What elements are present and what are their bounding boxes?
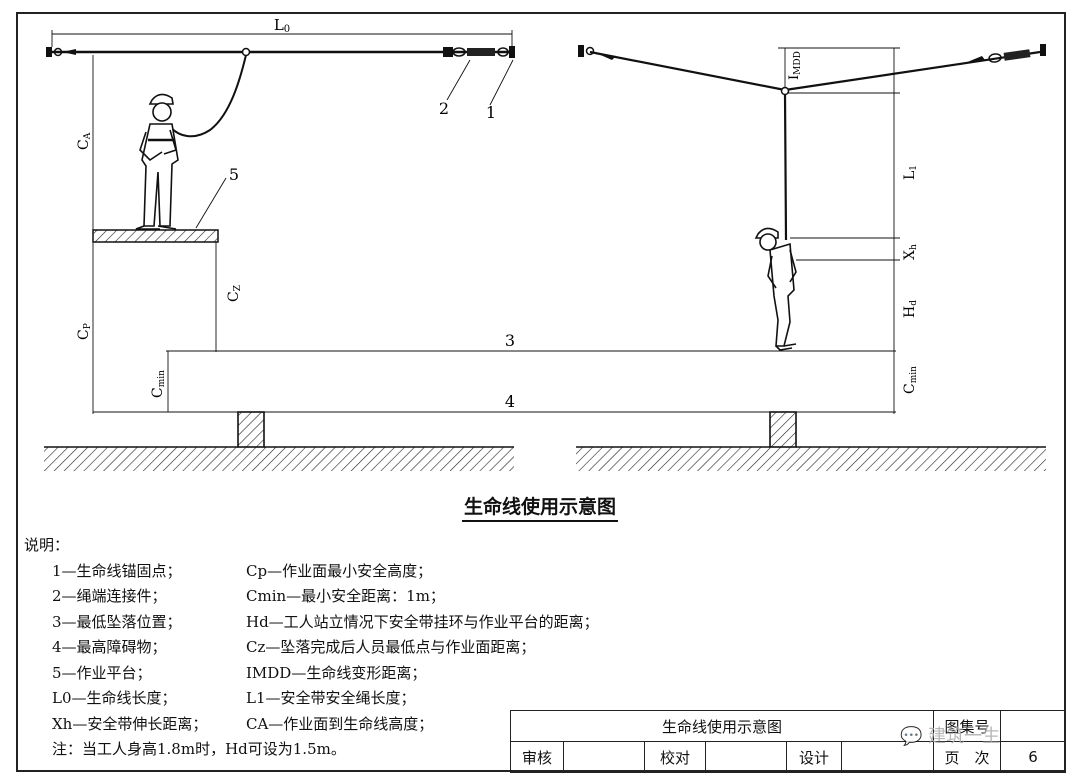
Xh-label: X [902, 250, 918, 260]
IMDD-dimension: IMDD [778, 47, 900, 88]
L0-label: L [274, 16, 284, 34]
watermark: 💬 建筑一生 [900, 726, 1001, 747]
note-row: Xh—安全带伸长距离；CA—作业面到生命线高度； [52, 714, 434, 733]
notes-section: 说明： 1—生命线锚固点；Cp—作业面最小安全高度； 2—绳端连接件；Cmin—… [24, 533, 599, 763]
svg-text:Hd: Hd [902, 300, 919, 318]
fallen-worker [754, 227, 797, 351]
checker-label: 校对 [644, 741, 706, 773]
Cmin-right-label: C [902, 383, 918, 394]
ground-right [576, 411, 1046, 471]
reviewer-label: 审核 [510, 741, 564, 773]
note-row: 5—作业平台；IMDD—生命线变形距离； [52, 663, 427, 682]
L0-dimension: L0 [51, 16, 513, 47]
atlas-number-cell [1000, 710, 1066, 742]
standing-worker [135, 93, 179, 230]
designer-value [841, 741, 934, 773]
L1-label: L [902, 171, 918, 180]
diagram-title: 生命线使用示意图 [0, 492, 1080, 522]
left-lanyard [167, 54, 247, 138]
svg-text:IMDD: IMDD [787, 51, 803, 80]
note-row: 4—最高障碍物；Cz—坠落完成后人员最低点与作业面距离； [52, 638, 536, 656]
title-block: 生命线使用示意图 图集号 审核 校对 设计 页 次 6 [510, 710, 1066, 773]
svg-text:CA: CA [76, 132, 93, 150]
CZ-dimension: CZ [215, 242, 243, 352]
ground-left [44, 411, 514, 471]
lowest-fall-line: 3 [166, 331, 896, 352]
Cmin-left-dimension: Cmin [150, 351, 169, 412]
label-4: 4 [505, 392, 515, 411]
label-1: 1 [486, 103, 496, 122]
right-lifeline [578, 44, 1046, 96]
label-2: 2 [439, 99, 449, 118]
footnote: 注：当工人身高1.8m时，Hd可设为1.5m。 [52, 740, 346, 758]
svg-text:Cmin: Cmin [150, 370, 167, 398]
svg-text:CZ: CZ [226, 285, 243, 302]
CA-dimension: CA [76, 55, 94, 230]
note-row: 2—绳端连接件；Cmin—最小安全距离：1m； [52, 587, 445, 605]
label-5: 5 [229, 165, 239, 184]
CP-dimension: CP [76, 242, 94, 414]
right-lanyard [783, 93, 788, 241]
page-number: 6 [1000, 741, 1066, 773]
svg-text:L0: L0 [274, 16, 290, 35]
left-lifeline [46, 46, 515, 58]
Hd-label: H [902, 306, 918, 318]
designer-label: 设计 [786, 741, 842, 773]
notes-heading: 说明： [24, 536, 70, 554]
work-platform: 5 [92, 165, 239, 243]
drawing-name-cell: 生命线使用示意图 [510, 710, 934, 742]
highest-obstacle-line: 4 [93, 392, 896, 413]
svg-text:CP: CP [76, 323, 93, 340]
chat-bubble-icon: 💬 [900, 726, 923, 747]
svg-text:L1: L1 [902, 165, 919, 180]
label-3: 3 [505, 331, 515, 350]
reviewer-value [563, 741, 645, 773]
page-label: 页 次 [933, 741, 1001, 773]
note-row: L0—生命线长度；L1—安全带安全绳长度； [52, 689, 416, 707]
note-row: 1—生命线锚固点；Cp—作业面最小安全高度； [52, 561, 433, 580]
svg-text:Xh: Xh [902, 244, 919, 260]
atlas-label-cell: 图集号 [933, 710, 1001, 742]
svg-text:Cmin: Cmin [902, 366, 919, 394]
note-row: 3—最低坠落位置；Hd—工人站立情况下安全带挂环与作业平台的距离； [52, 612, 599, 631]
checker-value [705, 741, 787, 773]
